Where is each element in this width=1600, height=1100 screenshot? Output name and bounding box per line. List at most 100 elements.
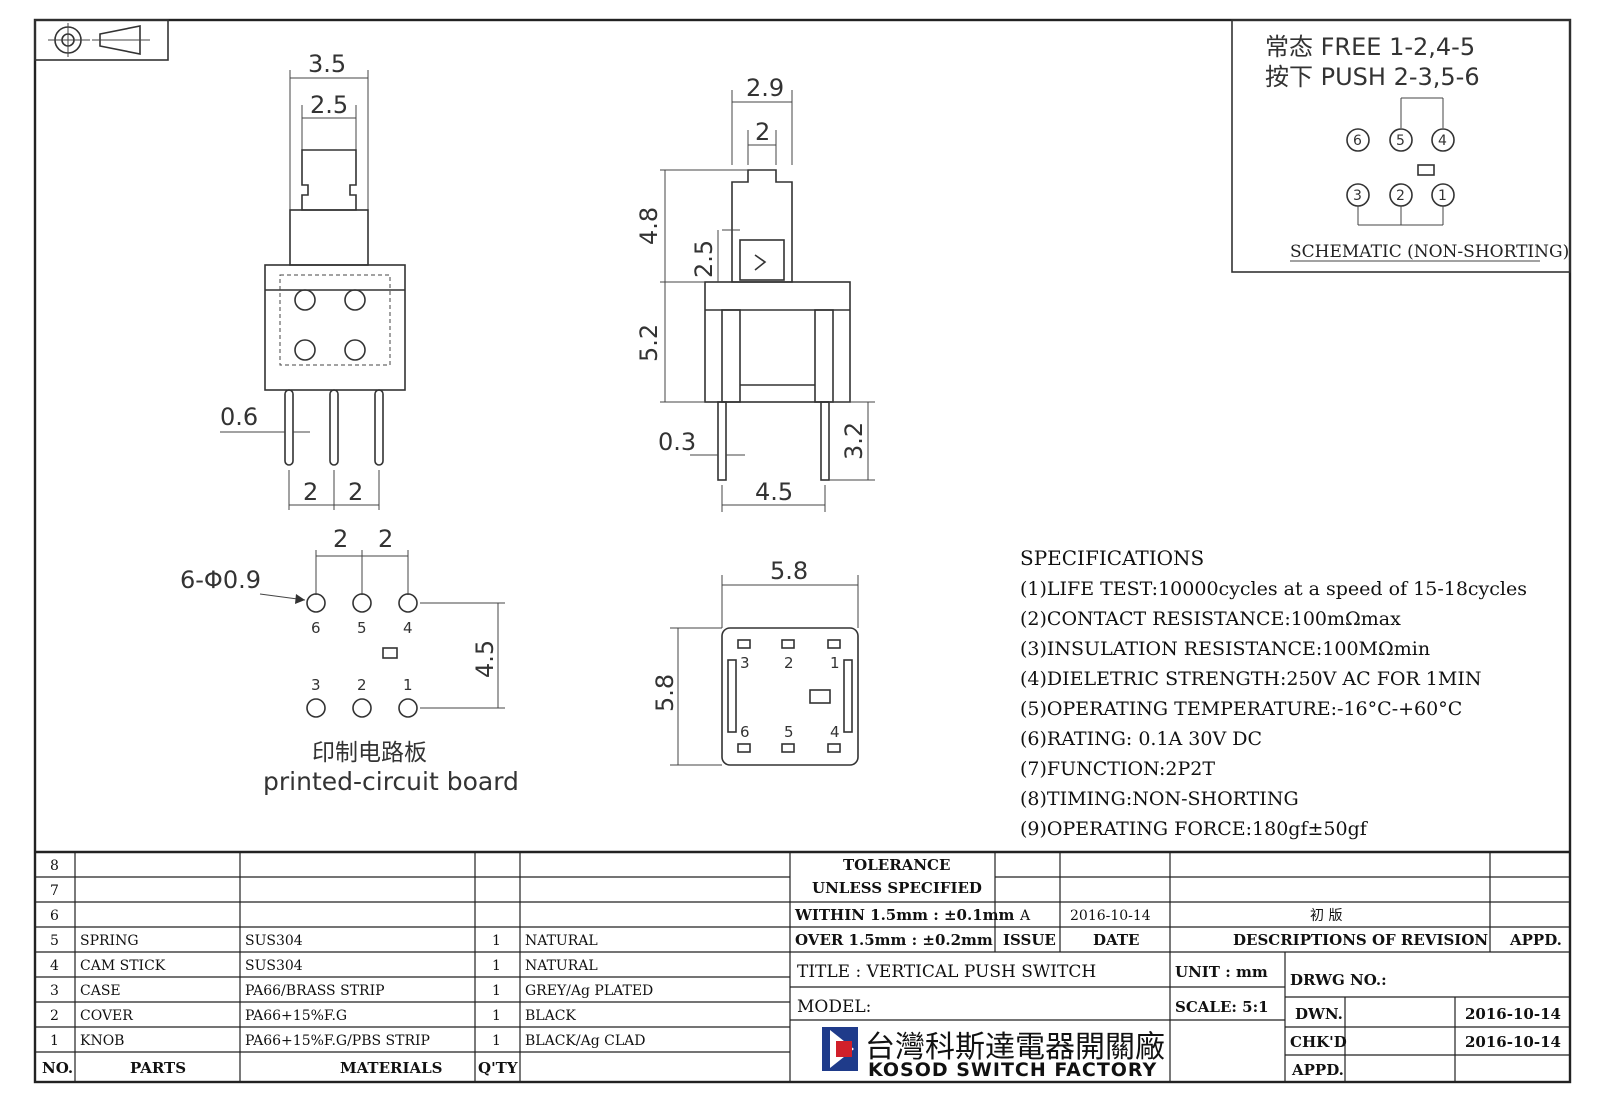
- dim-pitch-b: 2: [348, 478, 363, 506]
- pcb-pitch-a: 2: [333, 525, 348, 553]
- date-label: DATE: [1093, 931, 1139, 949]
- header-parts: PARTS: [130, 1059, 186, 1077]
- row-no: 8: [50, 858, 59, 874]
- pcb-pin-4: 4: [403, 619, 413, 637]
- header-no: NO.: [42, 1059, 73, 1077]
- drwg-no-label: DRWG NO.:: [1290, 971, 1387, 989]
- header-materials: MATERIALS: [340, 1059, 443, 1077]
- spec-item: (2)CONTACT RESISTANCE:100mΩmax: [1020, 608, 1401, 630]
- dim-knob-step: 2.5: [690, 240, 718, 278]
- company-name-en: KOSOD SWITCH FACTORY: [868, 1059, 1157, 1081]
- spec-item: (9)OPERATING FORCE:180gf±50gf: [1020, 818, 1369, 840]
- row-part: CASE: [80, 983, 121, 999]
- schematic-box: 常态 FREE 1-2,4-5 按下 PUSH 2-3,5-6 6 5 4 3 …: [1231, 19, 1571, 273]
- row-no: 3: [50, 983, 59, 999]
- row-material: SUS304: [245, 958, 303, 974]
- row-part: COVER: [80, 1008, 133, 1024]
- pcb-hole-spec: 6-Φ0.9: [180, 566, 261, 594]
- parts-table: 8 7 6 5 SPRING SUS304 1 NATURAL 4 CAM ST…: [35, 850, 1570, 1082]
- specifications: SPECIFICATIONS (1)LIFE TEST:10000cycles …: [1020, 546, 1527, 840]
- dim-top-inner: 2: [755, 118, 770, 146]
- row-no: 2: [50, 1008, 59, 1024]
- dim-bottom-height: 5.8: [651, 674, 679, 712]
- bottom-pin-1: 1: [830, 654, 840, 672]
- drawing-border: [33, 18, 1572, 1084]
- dim-knob-height: 4.8: [635, 207, 663, 245]
- pcb-layout: 2 2 6-Φ0.9 6 5 4 3 2 1 4.5 印制电路板 printed…: [180, 525, 519, 796]
- schematic-pin-2: 2: [1396, 188, 1405, 204]
- unless-label: UNLESS SPECIFIED: [812, 879, 982, 897]
- pcb-row-gap: 4.5: [471, 640, 499, 678]
- row-qty: 1: [492, 958, 501, 974]
- bottom-pin-5: 5: [784, 723, 794, 741]
- row-part: KNOB: [80, 1033, 124, 1049]
- revision-desc: 初 版: [1310, 907, 1342, 924]
- spec-item: (6)RATING: 0.1A 30V DC: [1020, 728, 1262, 750]
- bottom-pin-4: 4: [830, 723, 840, 741]
- row-finish: NATURAL: [525, 958, 598, 974]
- row-no: 5: [50, 933, 59, 949]
- schematic-pin-3: 3: [1353, 188, 1362, 204]
- tolerance-over: OVER 1.5mm : ±0.2mm: [795, 931, 993, 949]
- side-view: 3.5 2.5 0.6 2 2: [220, 50, 406, 510]
- dim-body-height: 5.2: [635, 324, 663, 362]
- bottom-pin-2: 2: [784, 654, 794, 672]
- row-no: 7: [50, 883, 59, 899]
- row-qty: 1: [492, 1008, 501, 1024]
- dim-top-outer: 2.9: [746, 74, 784, 102]
- bottom-view: 5.8 5.8 3 2 1 6 5 4: [651, 557, 859, 766]
- schematic-pin-1: 1: [1438, 188, 1447, 204]
- model-label: MODEL:: [797, 997, 871, 1017]
- chkd-label: CHK'D: [1290, 1033, 1347, 1051]
- spec-item: (1)LIFE TEST:10000cycles at a speed of 1…: [1020, 578, 1527, 600]
- chkd-date: 2016-10-14: [1465, 1033, 1561, 1051]
- row-qty: 1: [492, 1033, 501, 1049]
- front-view: 2.9 2 4.8 2.5 5.2 0.3 4.5: [635, 74, 875, 512]
- pcb-pin-2: 2: [357, 676, 367, 694]
- row-material: PA66/BRASS STRIP: [245, 983, 385, 999]
- dim-knob-inner: 2.5: [310, 91, 348, 119]
- dim-pitch-a: 2: [303, 478, 318, 506]
- row-qty: 1: [492, 983, 501, 999]
- schematic-pin-4: 4: [1438, 133, 1447, 149]
- row-finish: GREY/Ag PLATED: [525, 983, 653, 999]
- spec-item: (5)OPERATING TEMPERATURE:-16°C-+60°C: [1020, 698, 1462, 720]
- dim-pin-span: 4.5: [755, 478, 793, 506]
- row-material: SUS304: [245, 933, 303, 949]
- schematic-caption: SCHEMATIC (NON-SHORTING): [1290, 242, 1569, 262]
- schematic-pin-6: 6: [1353, 133, 1362, 149]
- dwn-label: DWN.: [1295, 1005, 1343, 1023]
- row-part: CAM STICK: [80, 958, 166, 974]
- appd2-label: APPD.: [1291, 1061, 1344, 1079]
- row-no: 6: [50, 908, 59, 924]
- pcb-pitch-b: 2: [378, 525, 393, 553]
- row-material: PA66+15%F.G/PBS STRIP: [245, 1033, 430, 1049]
- dim-pin-thick: 0.3: [658, 428, 696, 456]
- header-qty: Q'TY: [478, 1059, 518, 1077]
- unit-label: UNIT : mm: [1175, 963, 1268, 981]
- row-finish: BLACK/Ag CLAD: [525, 1033, 645, 1049]
- company-name-cn: 台灣科斯達電器開關廠: [865, 1030, 1165, 1065]
- pcb-label-en: printed-circuit board: [263, 767, 519, 796]
- row-no: 4: [50, 958, 59, 974]
- pcb-label-cn: 印制电路板: [312, 740, 427, 766]
- table-row: 2 COVER PA66+15%F.G 1 BLACK: [50, 1008, 576, 1024]
- pcb-pin-6: 6: [311, 619, 321, 637]
- schematic-pin-5: 5: [1396, 133, 1405, 149]
- schematic-line2: 按下 PUSH 2-3,5-6: [1265, 63, 1480, 91]
- appd-label: APPD.: [1509, 931, 1562, 949]
- table-row: 5 SPRING SUS304 1 NATURAL: [50, 933, 598, 949]
- table-row: 1 KNOB PA66+15%F.G/PBS STRIP 1 BLACK/Ag …: [50, 1033, 645, 1049]
- table-row: 3 CASE PA66/BRASS STRIP 1 GREY/Ag PLATED: [50, 983, 653, 999]
- pcb-pin-1: 1: [403, 676, 413, 694]
- dwn-date: 2016-10-14: [1465, 1005, 1561, 1023]
- drawing-title: TITLE : VERTICAL PUSH SWITCH: [797, 962, 1096, 982]
- table-row: 4 CAM STICK SUS304 1 NATURAL: [50, 958, 598, 974]
- dim-bottom-width: 5.8: [770, 557, 808, 585]
- projection-symbol: [34, 19, 169, 61]
- schematic-line1: 常态 FREE 1-2,4-5: [1265, 33, 1475, 61]
- issue-label: ISSUE: [1003, 931, 1056, 949]
- row-finish: NATURAL: [525, 933, 598, 949]
- spec-item: (8)TIMING:NON-SHORTING: [1020, 788, 1299, 810]
